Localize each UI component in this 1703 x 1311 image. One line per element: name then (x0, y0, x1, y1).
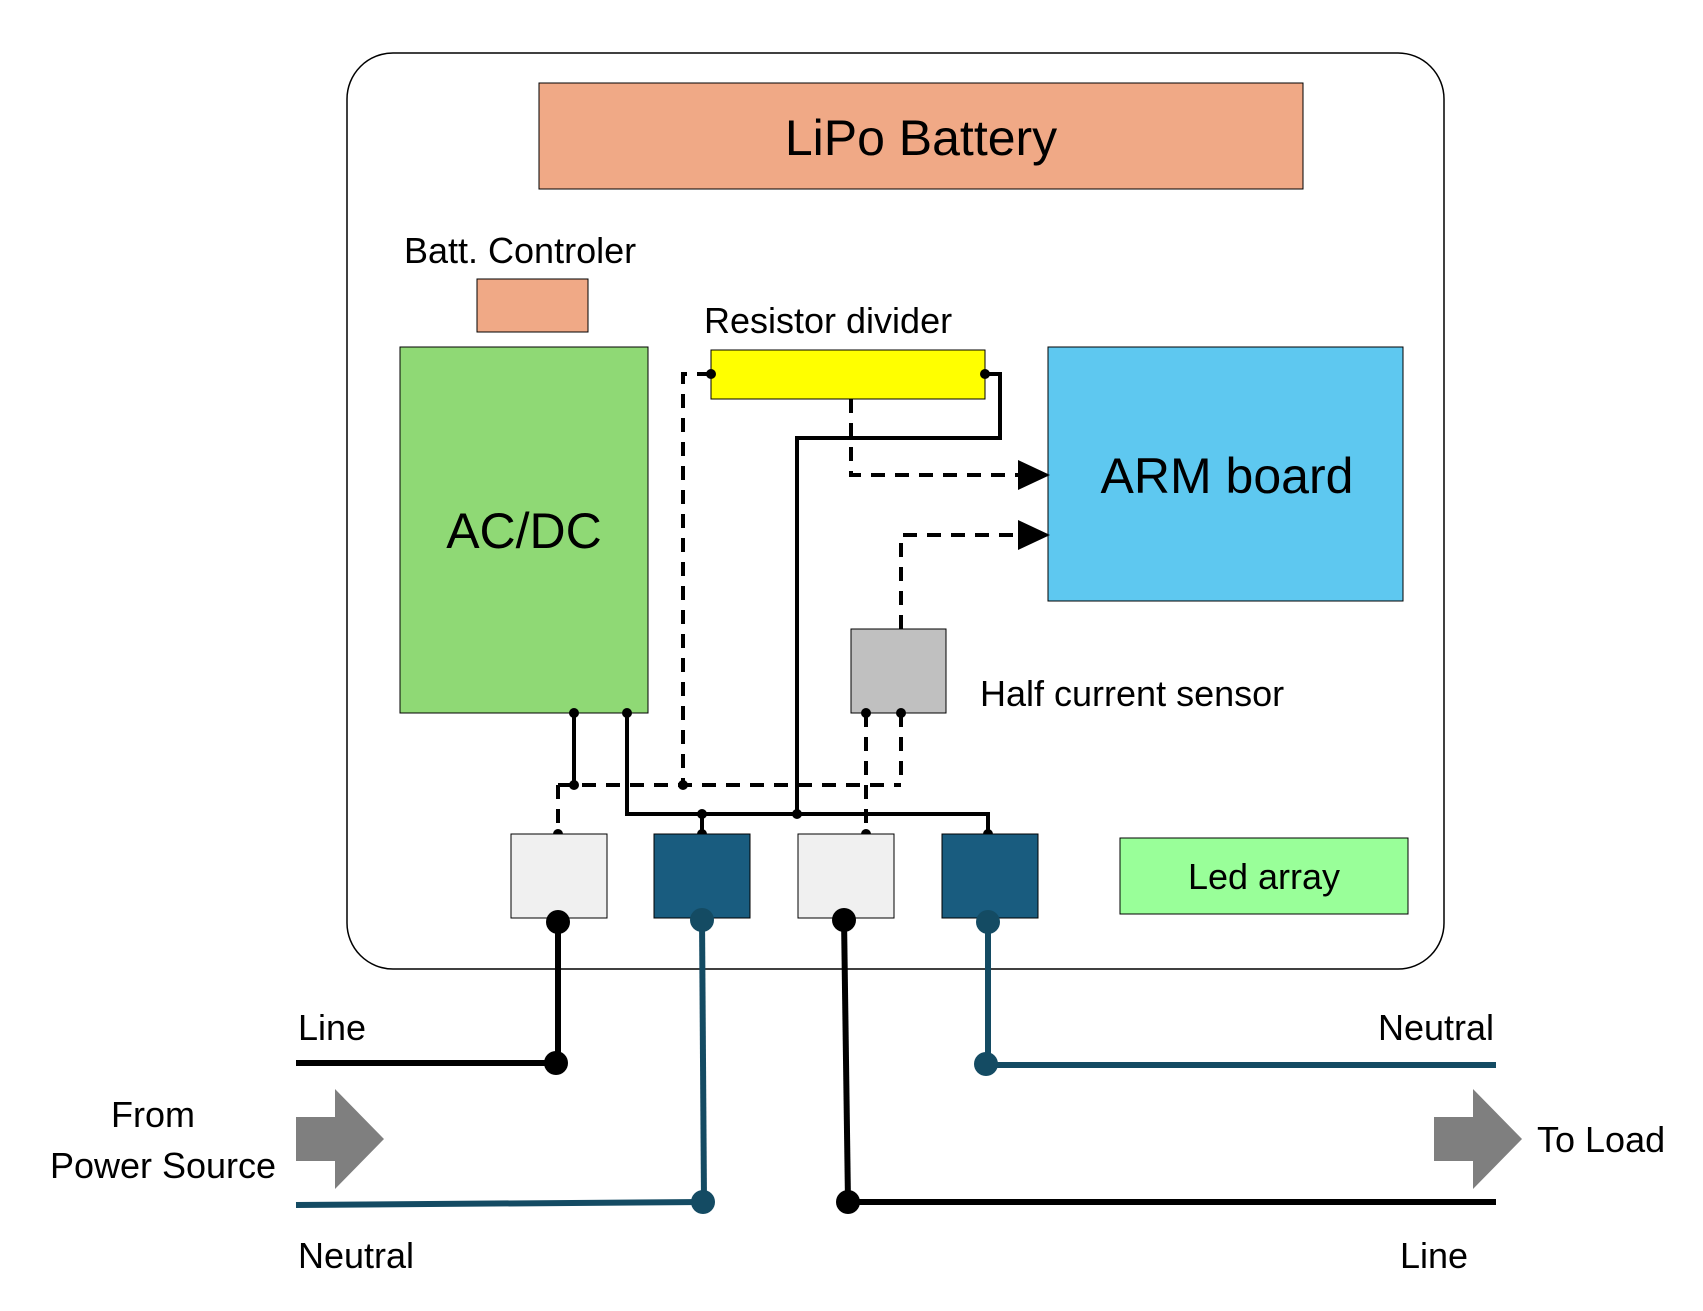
terminal-output-line (797, 833, 895, 919)
output-line-label: Line (1400, 1235, 1468, 1276)
to-load-label: To Load (1537, 1119, 1665, 1160)
external-neutral-wires (295, 917, 1496, 1208)
signal-arrowhead-divider (1018, 460, 1050, 490)
batt-controller-block (476, 278, 589, 333)
acdc-label: AC/DC (446, 503, 602, 559)
from-source-label: From Power Source (50, 1094, 276, 1186)
terminal-input-neutral (653, 833, 751, 919)
current-sensor-block (850, 628, 947, 714)
input-neutral-label: Neutral (298, 1235, 414, 1276)
external-wire-nodes (544, 908, 1000, 1214)
output-neutral-label: Neutral (1378, 1007, 1494, 1048)
from-source-arrow (296, 1089, 384, 1189)
terminal-output-neutral (941, 833, 1039, 919)
dashed-signal-wires (556, 372, 1040, 834)
external-line-wires (296, 917, 1496, 1205)
resistor-divider-block (710, 349, 986, 400)
arm-board-label: ARM board (1101, 448, 1354, 504)
current-sensor-label: Half current sensor (980, 673, 1284, 714)
batt-controller-label: Batt. Controler (404, 230, 636, 271)
terminal-input-line (510, 833, 608, 919)
resistor-divider-label: Resistor divider (704, 300, 952, 341)
lipo-battery-label: LiPo Battery (785, 110, 1057, 166)
arm-board-block (1047, 346, 1404, 602)
signal-arrowhead-sensor (1018, 520, 1050, 550)
lipo-battery-block (538, 82, 1304, 190)
led-array-label: Led array (1188, 856, 1340, 897)
acdc-block (399, 346, 649, 714)
input-line-label: Line (298, 1007, 366, 1048)
led-array-block (1119, 837, 1409, 915)
device-enclosure (346, 52, 1445, 970)
to-load-arrow (1434, 1089, 1522, 1189)
